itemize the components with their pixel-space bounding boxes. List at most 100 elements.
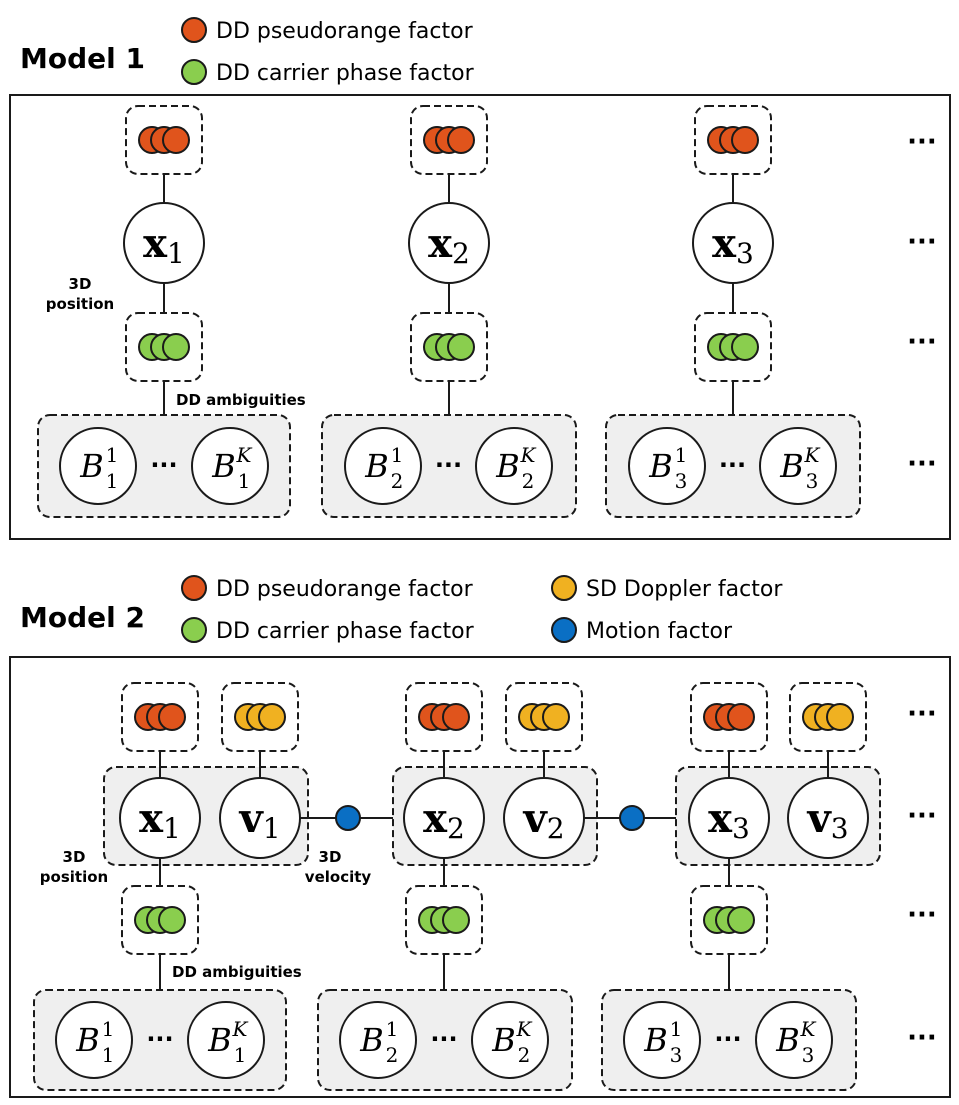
m1-ambiguity-first-3-symbol: B — [648, 447, 673, 485]
m1-ambiguity-ellipsis-1: ··· — [150, 451, 177, 479]
m2-position-node-2-label: x2 — [423, 795, 465, 845]
m1-position-node-3-subscript: 3 — [736, 237, 754, 270]
model1-title: Model 1 — [20, 42, 145, 75]
m1-position-node-1-symbol: x — [143, 220, 168, 267]
m1-position-node-3-symbol: x — [712, 220, 737, 267]
m1-pseudorange-factor-3-icon-circle-3 — [731, 126, 759, 154]
legend2-motion-icon — [551, 617, 577, 643]
m2-ambiguity-last-1 — [187, 1001, 265, 1079]
m1-ambiguity-last-3-superscript: K — [804, 443, 821, 467]
m2-pseudorange-factor-2-icon-circle-3 — [442, 703, 470, 731]
m2-carrier-factor-2-icon — [418, 906, 470, 934]
m1-pseudorange-factor-2-icon — [423, 126, 475, 154]
m1-ambiguity-first-1-superscript: 1 — [106, 443, 119, 467]
m1-position-label-line2: position — [46, 295, 114, 313]
legend2-carrier-icon — [181, 617, 207, 643]
m2-velocity-node-2-subscript: 2 — [547, 812, 565, 845]
m1-ambiguity-first-2-symbol: B — [364, 447, 389, 485]
m1-ambiguity-last-1-symbol: B — [211, 447, 236, 485]
legend1-pseudorange-icon — [181, 17, 207, 43]
legend2-doppler-label: SD Doppler factor — [586, 577, 783, 602]
m2-ambiguity-last-3 — [755, 1001, 833, 1079]
m2-position-node-2-subscript: 2 — [447, 812, 465, 845]
m1-ambiguity-last-2 — [475, 427, 553, 505]
m1-carrier-factor-3-icon-circle-3 — [731, 333, 759, 361]
m2-doppler-factor-2-icon — [518, 703, 570, 731]
m1-ambiguity-last-3 — [759, 427, 837, 505]
m2-ambiguity-first-1-subscript: 1 — [102, 1043, 115, 1067]
legend2-pseudorange-icon — [181, 575, 207, 601]
legend2-carrier-label: DD carrier phase factor — [216, 619, 475, 644]
m1-position-label-line1: 3D — [69, 275, 92, 293]
m2-pseudorange-factor-1-icon — [134, 703, 186, 731]
m1-ambiguity-first-3 — [628, 427, 706, 505]
m2-carrier-factor-3-icon-circle-3 — [727, 906, 755, 934]
m2-doppler-factor-2-icon-circle-3 — [542, 703, 570, 731]
m2-doppler-factor-1-icon-circle-3 — [258, 703, 286, 731]
m2-position-node-1-symbol: x — [139, 795, 164, 842]
m1-ambiguity-first-3-subscript: 3 — [675, 469, 688, 493]
m2-ambiguity-first-3-superscript: 1 — [670, 1017, 683, 1041]
m1-continuation-ellipsis-3: ··· — [907, 327, 937, 357]
m1-ambiguity-first-2 — [344, 427, 422, 505]
m1-ambiguity-last-1 — [191, 427, 269, 505]
legend1-carrier-label: DD carrier phase factor — [216, 61, 475, 86]
legend2-motion-label: Motion factor — [586, 619, 733, 644]
m2-velocity-node-2-label: v2 — [522, 795, 564, 845]
m2-continuation-ellipsis-1: ··· — [907, 699, 937, 729]
m2-ambiguity-first-2-symbol: B — [359, 1021, 384, 1059]
m1-pseudorange-factor-3-icon — [707, 126, 759, 154]
m2-ambiguity-ellipsis-3: ··· — [714, 1025, 741, 1053]
m2-carrier-factor-2-icon-circle-3 — [442, 906, 470, 934]
m1-continuation-ellipsis-4: ··· — [907, 449, 937, 479]
m1-carrier-factor-2-icon-circle-3 — [447, 333, 475, 361]
m2-pseudorange-factor-3-icon-circle-3 — [727, 703, 755, 731]
m2-ambiguity-last-3-symbol: B — [775, 1021, 800, 1059]
m2-ambiguities-label: DD ambiguities — [172, 963, 302, 981]
m1-ambiguity-ellipsis-3: ··· — [719, 451, 746, 479]
m1-carrier-factor-1-icon — [138, 333, 190, 361]
m1-ambiguity-first-3-superscript: 1 — [675, 443, 688, 467]
m1-carrier-factor-3-icon — [707, 333, 759, 361]
m2-ambiguity-first-1-superscript: 1 — [102, 1017, 115, 1041]
m1-ambiguity-last-1-superscript: K — [236, 443, 253, 467]
m2-ambiguity-first-1 — [55, 1001, 133, 1079]
m2-motion-factor-2 — [619, 805, 645, 831]
m2-doppler-factor-3-icon-circle-3 — [826, 703, 854, 731]
m2-velocity-label-line1: 3D — [319, 848, 342, 866]
m1-ambiguity-last-3-subscript: 3 — [806, 469, 819, 493]
m1-ambiguity-first-1-subscript: 1 — [106, 469, 119, 493]
m1-continuation-ellipsis-1: ··· — [907, 127, 937, 157]
m2-ambiguity-last-2-superscript: K — [516, 1017, 533, 1041]
m2-ambiguity-last-1-subscript: 1 — [234, 1043, 247, 1067]
m2-velocity-node-1-label: v1 — [238, 795, 280, 845]
m1-pseudorange-factor-1-icon — [138, 126, 190, 154]
m2-position-node-1-subscript: 1 — [163, 812, 181, 845]
m1-position-node-2-symbol: x — [428, 220, 453, 267]
m1-ambiguity-first-1-symbol: B — [79, 447, 104, 485]
m2-doppler-factor-3-icon — [802, 703, 854, 731]
m1-carrier-factor-1-icon-circle-3 — [162, 333, 190, 361]
m2-ambiguity-first-1-symbol: B — [75, 1021, 100, 1059]
m2-velocity-node-3 — [787, 777, 869, 859]
m2-velocity-node-2-symbol: v — [522, 795, 548, 842]
m2-ambiguity-last-2 — [471, 1001, 549, 1079]
m2-ambiguity-first-3-subscript: 3 — [670, 1043, 683, 1067]
m2-ambiguity-first-2-superscript: 1 — [386, 1017, 399, 1041]
m1-ambiguity-first-2-subscript: 2 — [391, 469, 404, 493]
m2-position-node-3-symbol: x — [708, 795, 733, 842]
m1-position-node-2-subscript: 2 — [452, 237, 470, 270]
m2-carrier-factor-3-icon — [703, 906, 755, 934]
m2-continuation-ellipsis-2: ··· — [907, 801, 937, 831]
m2-pseudorange-factor-1-icon-circle-3 — [158, 703, 186, 731]
m2-position-node-2-symbol: x — [423, 795, 448, 842]
m2-ambiguity-last-3-superscript: K — [800, 1017, 817, 1041]
m2-velocity-label-line2: velocity — [305, 868, 372, 886]
m1-ambiguity-first-1 — [59, 427, 137, 505]
m2-position-node-1-label: x1 — [139, 795, 181, 845]
m2-ambiguity-last-1-symbol: B — [207, 1021, 232, 1059]
m1-ambiguity-last-1-subscript: 1 — [238, 469, 251, 493]
m2-ambiguity-last-2-subscript: 2 — [518, 1043, 531, 1067]
m2-ambiguity-ellipsis-1: ··· — [146, 1025, 173, 1053]
